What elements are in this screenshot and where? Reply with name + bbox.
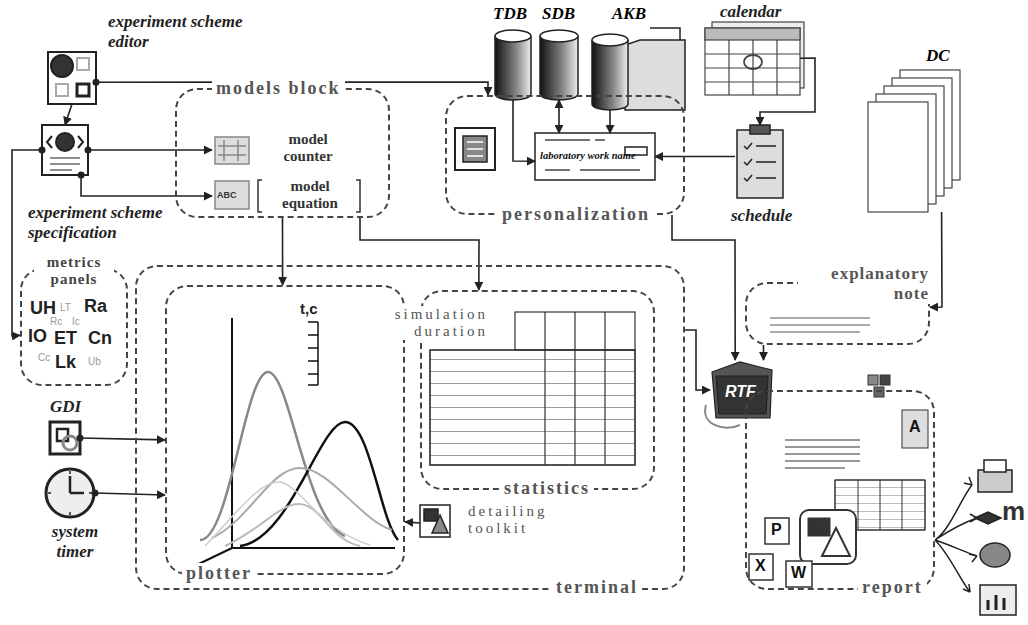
database: TDB [495, 28, 531, 100]
connector [558, 100, 560, 133]
database: SDB [540, 28, 578, 100]
connector [81, 175, 212, 196]
app-icon-letter: m [1002, 496, 1025, 527]
knowledge-base: AKB [590, 28, 685, 110]
icon-letters: ABC [217, 190, 237, 200]
gdi-icon-node: GDI [50, 422, 80, 454]
app-icon-letter: P [771, 521, 782, 539]
connector [685, 330, 710, 390]
app-icon-letter: X [755, 557, 766, 575]
metric-name: Ra [84, 296, 107, 317]
connector-dot [85, 147, 92, 154]
connector-dot [93, 79, 100, 86]
app-icon-letter: A [909, 418, 921, 436]
node-text: system timer [40, 522, 110, 562]
dc-pages [868, 70, 960, 212]
detailing-toolkit: detailing toolkit [420, 503, 585, 543]
axis-label: t,c [300, 300, 318, 317]
node-text: models block [212, 78, 345, 99]
explanatory-lines [770, 318, 870, 332]
connector [360, 218, 479, 290]
specification-node: experiment scheme specification [42, 125, 88, 175]
node-text: model equation [266, 178, 354, 212]
connector [282, 218, 284, 285]
duration-label: simulation duration [338, 306, 488, 340]
connector [95, 493, 165, 495]
node-text: personalization [498, 204, 654, 225]
editor-node: experiment scheme editor [48, 52, 96, 104]
database-cylinders [495, 28, 685, 110]
node-text: experiment scheme editor [108, 12, 258, 52]
calendar-icon [705, 22, 804, 95]
schedule-clipboard [737, 125, 783, 198]
metric-name: IO [28, 326, 47, 347]
node-text: GDI [50, 397, 81, 417]
connector [760, 58, 815, 125]
node-text: plotter [182, 563, 256, 584]
specification-icon [42, 125, 88, 175]
models-block: models blockmodel countermodel equation [175, 88, 390, 218]
model-counter: model counter [212, 130, 352, 170]
node-text: laboratory work name [540, 150, 636, 161]
node-text: SDB [542, 4, 575, 24]
metric-name: Lk [55, 352, 76, 373]
report-block: reportRTF [745, 390, 935, 590]
document-stack: DC [868, 68, 960, 212]
calendar: calendar [705, 28, 800, 95]
schedule: schedule [735, 125, 785, 200]
node-text: metrics panels [34, 254, 114, 288]
metric-name: Rc [50, 316, 62, 327]
explanatory-note: explanatory note [745, 282, 930, 345]
plot [182, 318, 398, 572]
connector-dot [78, 172, 85, 179]
node-text: RTF [725, 383, 756, 401]
metric-name: Ub [88, 356, 101, 367]
node-text: AKB [612, 4, 646, 24]
connector-dot [92, 490, 99, 497]
connector [80, 438, 165, 440]
node-text: DC [926, 46, 950, 66]
report-contents [749, 375, 928, 587]
metric-name: Cn [88, 328, 112, 349]
editor-icon [48, 52, 96, 104]
form: laboratory work name [535, 133, 655, 180]
connector [763, 345, 765, 360]
personalization-block: personalizationlaboratory work name [445, 95, 685, 215]
metric-name: Ic [72, 316, 80, 327]
gdi-icon [50, 422, 80, 454]
node-text: report [858, 577, 927, 598]
node-text: experiment scheme specification [28, 203, 228, 243]
connector [405, 522, 420, 523]
connector [65, 104, 72, 125]
metric-name: ET [54, 328, 77, 349]
toolkit-icon [420, 505, 450, 537]
node-text: detailing toolkit [468, 503, 580, 537]
connector [513, 100, 535, 161]
connector-dot [39, 147, 46, 154]
metric-name: UH [30, 298, 56, 319]
node-text: terminal [552, 577, 642, 598]
metric-name: Cc [38, 352, 50, 363]
connector [672, 215, 735, 360]
connector-dot [77, 435, 84, 442]
connector [655, 156, 735, 158]
clock-icon [46, 469, 94, 517]
node-text: schedule [731, 206, 792, 226]
node-text: statistics [500, 478, 594, 499]
system-timer: system timer [45, 468, 95, 518]
node-text: model counter [268, 131, 348, 165]
node-text: calendar [720, 2, 781, 22]
metric-name: LT [60, 302, 71, 313]
connector [88, 149, 212, 151]
output-devices [935, 460, 1016, 615]
connector [609, 110, 611, 133]
node-text: explanatory note [798, 264, 932, 304]
personalization-icons [455, 128, 655, 180]
node-text: TDB [493, 4, 527, 24]
rtf-node: RTF [710, 360, 773, 420]
rtf-folder [705, 362, 772, 428]
app-icon-letter: W [791, 564, 806, 582]
